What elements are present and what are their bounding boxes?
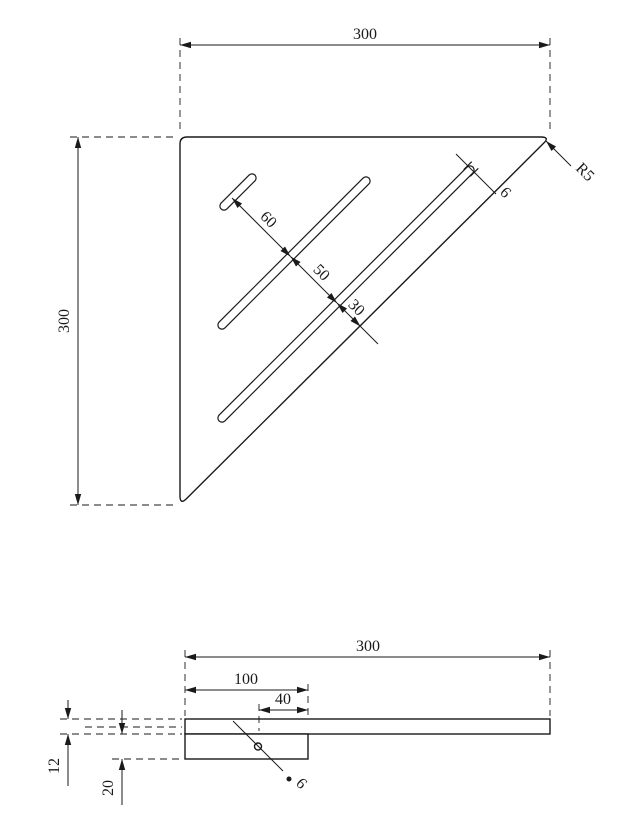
dim-top-width: 300: [179, 26, 551, 133]
dim-base-height: 20: [100, 710, 182, 805]
dimension-line: [336, 302, 361, 327]
dim-label-corner-radius: R5: [572, 160, 597, 185]
leader-line: [232, 720, 284, 772]
dim-label-top-width: 300: [353, 26, 377, 43]
dim-label-base-height: 20: [100, 780, 117, 796]
dimension-tick: [469, 167, 479, 177]
dimension-line: [455, 153, 497, 195]
hole-diameter-dot: [286, 776, 292, 782]
dimension-line: [290, 256, 338, 304]
leader-line: [545, 140, 572, 167]
dim-label-base-width: 100: [234, 671, 258, 688]
dim-label-hole-diameter: 6: [292, 775, 310, 793]
side-view: 300 100 40 12 20: [46, 638, 551, 805]
slot-short: [219, 173, 257, 211]
dim-side-width: 300: [184, 638, 551, 716]
mounting-base-profile: [184, 733, 309, 760]
dimension-tick: [463, 161, 473, 171]
top-view: 300 300 60 50 30 6 R5: [56, 26, 597, 506]
slot-opening: [218, 177, 370, 329]
slot-opening: [220, 174, 256, 210]
radius-callout: R5: [545, 140, 597, 185]
dim-label-side-width: 300: [356, 638, 380, 655]
dim-plate-thickness: 12: [46, 700, 182, 786]
slot-opening: [218, 166, 474, 422]
slot-long: [217, 165, 475, 423]
dim-label-plate-thickness: 12: [46, 758, 63, 774]
dimension-line: [231, 197, 291, 257]
dimension-overshoot: [360, 326, 379, 345]
dim-base-width: 100: [185, 671, 309, 717]
dim-hole-offset: 40: [258, 691, 308, 731]
slot-middle: [217, 176, 371, 330]
dim-label-hole-offset: 40: [275, 691, 291, 708]
shelf-plate-profile: [184, 718, 551, 735]
dim-label-left-height: 300: [56, 309, 73, 333]
dim-left-height: 300: [56, 136, 176, 506]
